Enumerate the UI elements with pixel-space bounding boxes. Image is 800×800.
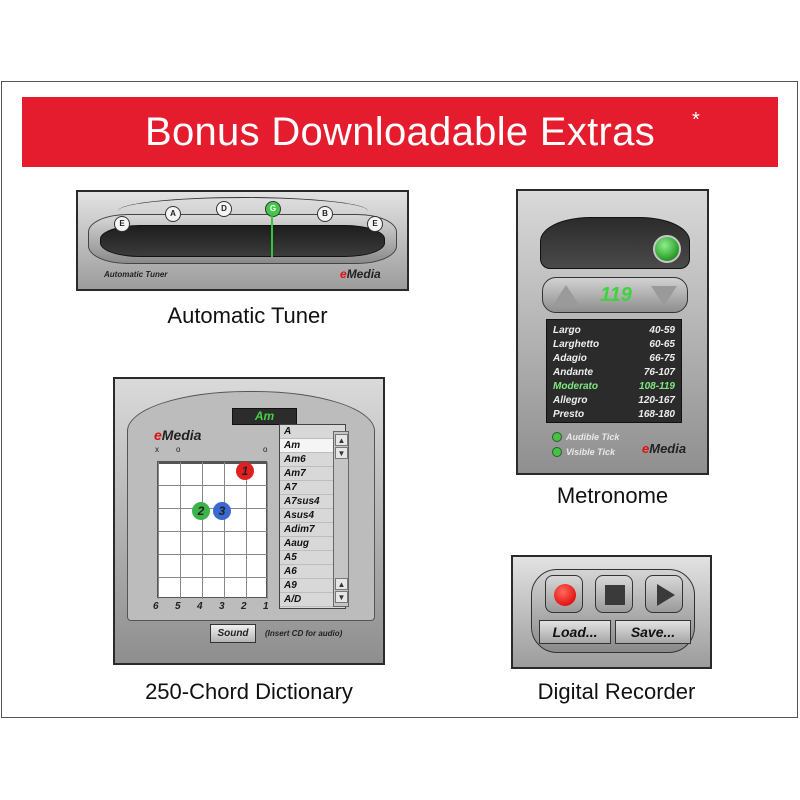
record-icon — [554, 584, 576, 606]
string-line — [180, 462, 181, 599]
chord-list-item[interactable]: Am7 — [280, 467, 345, 481]
finger-2-dot: 2 — [192, 502, 210, 520]
string-line — [224, 462, 225, 599]
string-number: 3 — [219, 601, 225, 612]
recorder-caption: Digital Recorder — [537, 679, 696, 704]
chord-list-item[interactable]: Am6 — [280, 453, 345, 467]
finger-1-dot: 1 — [236, 462, 254, 480]
audible-tick-led — [552, 432, 562, 442]
recorder-panel: Load... Save... — [511, 555, 712, 669]
tuner-label: Automatic Tuner — [104, 270, 168, 279]
chord-list-item[interactable]: A6 — [280, 565, 345, 579]
string-number: 5 — [175, 601, 181, 612]
tuner-panel: E A D G B E Automatic Tuner eMedia — [76, 190, 409, 291]
chord-list-scrollbar[interactable]: ▲ ▼ ▲ ▼ — [333, 431, 349, 607]
scroll-down-icon[interactable]: ▼ — [335, 447, 348, 459]
chord-list-item[interactable]: A — [280, 425, 345, 439]
chord-list-item[interactable]: A9 — [280, 579, 345, 593]
tempo-up-icon[interactable] — [553, 285, 579, 305]
chord-list-item[interactable]: A/D — [280, 593, 345, 607]
banner-asterisk: * — [692, 109, 700, 131]
tuner-string-a-button[interactable]: A — [165, 206, 181, 222]
fret-line — [158, 577, 268, 578]
string-5-open-mark: o — [176, 445, 181, 454]
chord-list-item[interactable]: Adim7 — [280, 523, 345, 537]
play-icon — [657, 584, 675, 606]
chord-emedia-logo: eMedia — [154, 427, 202, 443]
visible-tick-led — [552, 447, 562, 457]
scroll-up-icon[interactable]: ▲ — [335, 434, 348, 446]
string-number: 6 — [153, 601, 159, 612]
audible-tick-label: Audible Tick — [566, 432, 620, 442]
chord-dictionary-panel: Am eMedia x o o 1 2 3 6 5 4 3 2 1 A Am A… — [113, 377, 385, 665]
tuner-string-g-button[interactable]: G — [265, 201, 281, 217]
audible-tick-toggle[interactable]: Audible Tick — [552, 432, 619, 442]
chord-list-item[interactable]: A7sus4 — [280, 495, 345, 509]
visible-tick-toggle[interactable]: Visible Tick — [552, 447, 615, 457]
string-line — [202, 462, 203, 599]
scroll-up-icon[interactable]: ▲ — [335, 578, 348, 590]
banner-title: Bonus Downloadable Extras — [144, 110, 656, 154]
string-line — [158, 462, 159, 599]
tuner-needle — [271, 214, 273, 257]
fret-line — [158, 485, 268, 486]
tuner-emedia-logo: eMedia — [340, 267, 381, 281]
string-number: 2 — [241, 601, 247, 612]
tuner-string-e-high-button[interactable]: E — [367, 216, 383, 232]
chord-list-item[interactable]: A7 — [280, 481, 345, 495]
load-button[interactable]: Load... — [539, 620, 611, 644]
stop-button[interactable] — [595, 575, 633, 613]
string-number: 1 — [263, 601, 269, 612]
tuner-string-e-low-button[interactable]: E — [114, 216, 130, 232]
string-6-mute-mark: x — [155, 445, 159, 454]
fretboard-nut — [158, 462, 268, 464]
fretboard-diagram — [157, 461, 268, 599]
metronome-tempo-control: 119 — [542, 277, 688, 313]
finger-3-dot: 3 — [213, 502, 231, 520]
string-number: 4 — [197, 601, 203, 612]
play-button[interactable] — [645, 575, 683, 613]
tuner-string-d-button[interactable]: D — [216, 201, 232, 217]
tuner-display — [100, 225, 385, 257]
record-button[interactable] — [545, 575, 583, 613]
stop-icon — [605, 585, 625, 605]
string-line — [267, 462, 268, 599]
tempo-down-icon[interactable] — [651, 286, 677, 306]
string-line — [246, 462, 247, 599]
metronome-bpm: 119 — [600, 284, 632, 306]
tuner-string-b-button[interactable]: B — [317, 206, 333, 222]
metronome-beat-light — [653, 235, 681, 263]
save-button[interactable]: Save... — [615, 620, 691, 644]
tuner-string-rail — [118, 197, 368, 217]
chord-list-item[interactable]: A5 — [280, 551, 345, 565]
tuner-caption: Automatic Tuner — [167, 303, 328, 328]
fret-line — [158, 531, 268, 532]
scroll-down-icon[interactable]: ▼ — [335, 591, 348, 603]
sound-button[interactable]: Sound — [210, 624, 256, 643]
current-chord-name: Am — [232, 408, 297, 425]
metronome-caption: Metronome — [556, 483, 669, 508]
chord-list-item-selected[interactable]: Am — [280, 439, 345, 453]
insert-cd-note: (Insert CD for audio) — [265, 629, 343, 638]
metronome-emedia-logo: eMedia — [642, 441, 687, 456]
chord-list-item[interactable]: Aaug — [280, 537, 345, 551]
string-1-open-mark: o — [263, 445, 268, 454]
title-banner: Bonus Downloadable Extras * — [22, 97, 778, 167]
fret-line — [158, 554, 268, 555]
chord-dictionary-caption: 250-Chord Dictionary — [145, 679, 353, 704]
visible-tick-label: Visible Tick — [566, 447, 616, 457]
chord-list-item[interactable]: Asus4 — [280, 509, 345, 523]
